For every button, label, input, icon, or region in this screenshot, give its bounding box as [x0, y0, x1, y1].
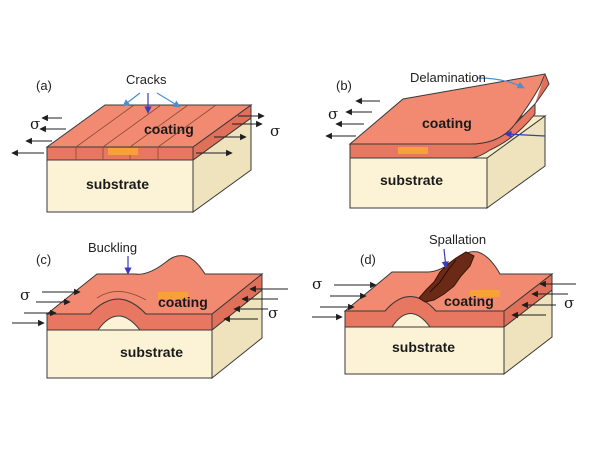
inclusion-marker — [470, 290, 500, 297]
buckle-crest — [96, 291, 147, 301]
compression-arrows-right — [511, 280, 576, 319]
panel-b: (b) Delamination coating substrate σ — [325, 70, 550, 209]
coating-top — [45, 255, 264, 315]
stress-symbol-right: σ — [268, 304, 278, 322]
panel-c: (c) Buckling coating substrate σ σ — [12, 240, 288, 380]
defect-label: Spallation — [429, 232, 486, 247]
peel-curl-edge — [534, 73, 550, 105]
defect-label: Cracks — [126, 72, 167, 87]
coating-top — [45, 104, 253, 148]
tension-arrows-left — [325, 97, 380, 140]
buckle-void — [391, 313, 431, 328]
panel-letter: (d) — [360, 252, 376, 267]
interface-arrow — [504, 130, 546, 138]
tension-arrows-left — [11, 114, 66, 157]
delamination-callout-arrow — [477, 77, 525, 89]
stress-symbol-right: σ — [564, 294, 574, 312]
compression-arrows-left — [312, 281, 377, 321]
crack-callout-arrow — [156, 92, 181, 108]
coating-label: coating — [158, 294, 208, 310]
coating-top — [348, 73, 546, 145]
spallation-callout-arrow — [441, 248, 449, 269]
panel-letter: (c) — [36, 252, 51, 267]
panel-d: (d) Spallation coating substrate σ σ — [312, 232, 576, 376]
coating-label: coating — [444, 293, 494, 309]
substrate-label: substrate — [120, 344, 183, 360]
tension-arrows-right — [196, 112, 265, 157]
panel-a: (a) Cracks coating substrate σ σ — [11, 72, 280, 213]
inclusion-marker — [108, 148, 138, 155]
panel-letter: (a) — [36, 78, 52, 93]
compression-arrows-right — [223, 285, 288, 323]
stress-symbol-right: σ — [270, 122, 280, 140]
defect-label: Buckling — [88, 240, 137, 255]
coating-label: coating — [422, 115, 472, 131]
crack-callout-arrow — [122, 92, 141, 107]
substrate-label: substrate — [392, 339, 455, 355]
buckle-void — [97, 315, 142, 331]
stress-symbol-left: σ — [312, 275, 322, 293]
compression-arrows-left — [12, 288, 81, 327]
stress-symbol-left: σ — [30, 115, 40, 133]
panel-letter: (b) — [336, 78, 352, 93]
stress-symbol-left: σ — [20, 286, 30, 304]
substrate-label: substrate — [86, 176, 149, 192]
inclusion-marker — [158, 292, 188, 299]
stress-symbol-left: σ — [328, 105, 338, 123]
inclusion-marker — [398, 147, 428, 154]
substrate-label: substrate — [380, 172, 443, 188]
defect-label: Delamination — [410, 70, 486, 85]
spall-crack — [429, 259, 457, 293]
coating-label: coating — [144, 121, 194, 137]
